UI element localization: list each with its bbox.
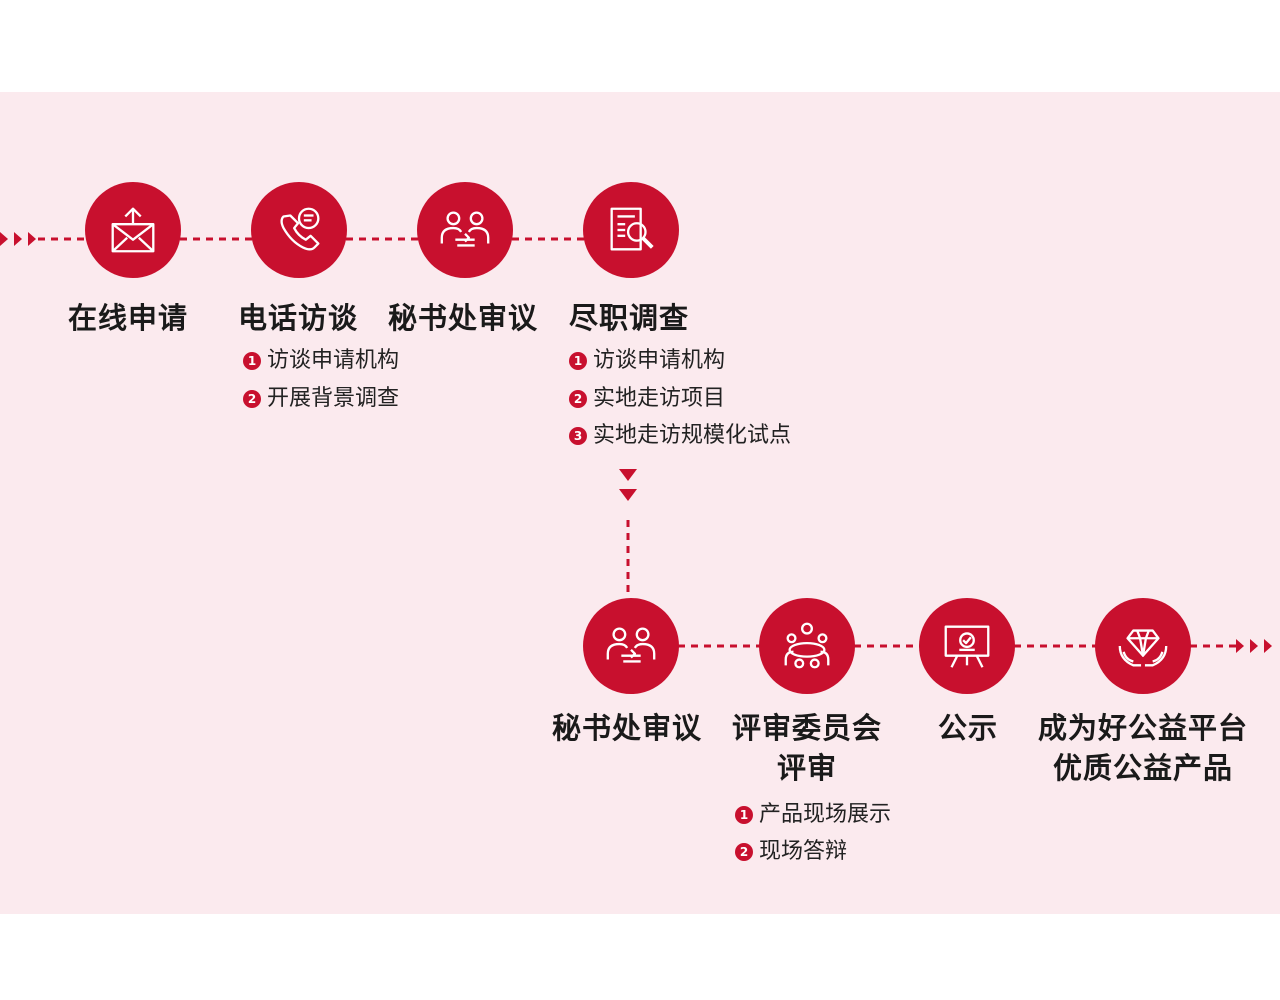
step-title: 尽职调查 xyxy=(569,301,690,335)
number-badge: 1 xyxy=(569,352,587,370)
step-subitem: 2 现场答辩 xyxy=(735,838,847,866)
step-subitem: 2 开展背景调查 xyxy=(243,385,399,413)
step-subitem-label: 访谈申请机构 xyxy=(593,348,726,373)
step-subitem: 1 访谈申请机构 xyxy=(569,347,725,375)
step-title: 评审委员会 评审 xyxy=(728,708,886,788)
number-badge: 3 xyxy=(569,427,587,445)
step-title: 在线申请 xyxy=(68,301,189,335)
document-magnifier-icon xyxy=(610,207,654,251)
step-subitem: 1 产品现场展示 xyxy=(735,801,891,829)
step-title: 公示 xyxy=(937,711,998,745)
step-title: 秘书处审议 xyxy=(388,301,539,335)
step-subitem-label: 产品现场展示 xyxy=(759,802,892,827)
diamond-hands-icon xyxy=(1118,629,1168,667)
step-subitem-label: 实地走访项目 xyxy=(593,386,726,411)
step-subitem-label: 开展背景调查 xyxy=(267,386,400,411)
number-badge: 1 xyxy=(735,806,753,824)
step-online-apply-circle xyxy=(85,182,181,278)
step-title-line: 优质公益产品 xyxy=(1052,751,1233,785)
step-subitem-label: 实地走访规模化试点 xyxy=(593,423,792,448)
step-subitem: 1 访谈申请机构 xyxy=(243,347,399,375)
step-subitem: 2 实地走访项目 xyxy=(569,385,725,413)
phone-chat-icon xyxy=(280,207,320,251)
step-title-line: 评审委员会 xyxy=(731,711,882,745)
meeting-people-icon xyxy=(606,627,656,663)
step-quality-product-circle xyxy=(1095,598,1191,694)
presentation-board-icon xyxy=(944,625,990,668)
step-subitem: 3 实地走访规模化试点 xyxy=(569,422,791,450)
step-public-notice-circle xyxy=(919,598,1015,694)
step-title: 成为好公益平台 优质公益产品 xyxy=(1030,708,1256,788)
step-title: 电话访谈 xyxy=(238,301,359,335)
number-badge: 2 xyxy=(735,843,753,861)
step-subitem-label: 现场答辩 xyxy=(759,839,848,864)
meeting-people-icon xyxy=(440,211,490,247)
step-title: 秘书处审议 xyxy=(552,711,703,745)
step-title-line: 成为好公益平台 xyxy=(1037,711,1248,745)
number-badge: 1 xyxy=(243,352,261,370)
step-secretariat-review-circle xyxy=(417,182,513,278)
number-badge: 2 xyxy=(569,390,587,408)
step-due-diligence-circle xyxy=(583,182,679,278)
step-title-line: 评审 xyxy=(776,751,837,785)
step-committee-review-circle xyxy=(759,598,855,694)
step-subitem-label: 访谈申请机构 xyxy=(267,348,400,373)
step-phone-interview-circle xyxy=(251,182,347,278)
step-secretariat-review-2-circle xyxy=(583,598,679,694)
number-badge: 2 xyxy=(243,390,261,408)
envelope-upload-icon xyxy=(111,207,155,253)
conference-table-icon xyxy=(784,622,830,669)
